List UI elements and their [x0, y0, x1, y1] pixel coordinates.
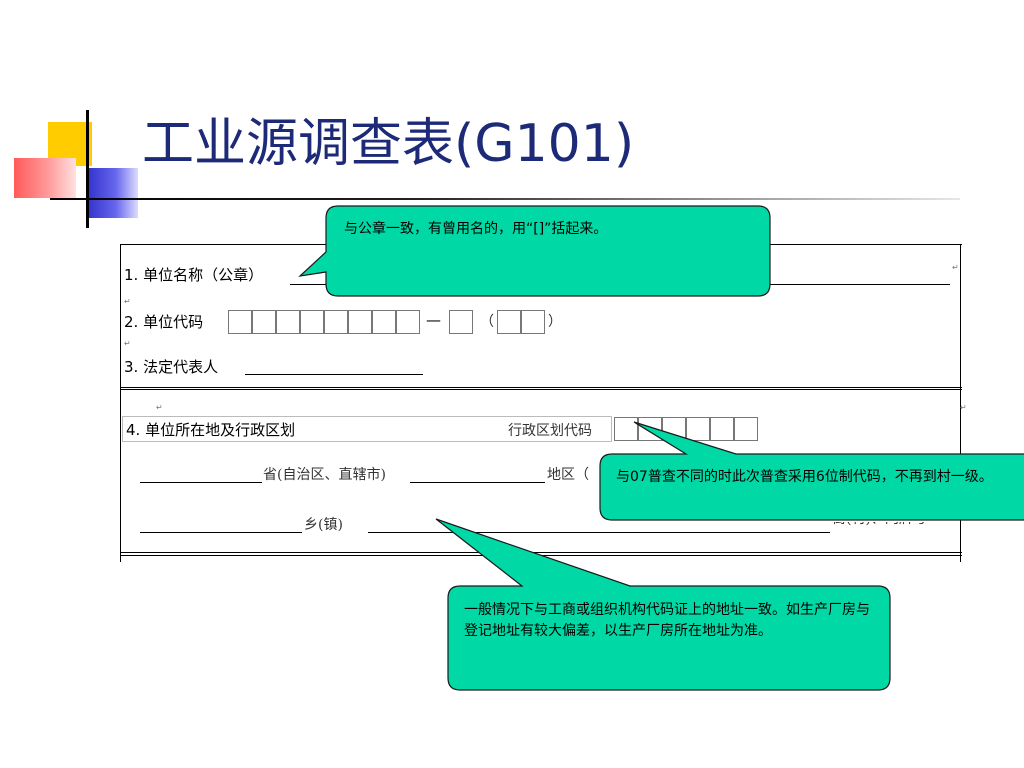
paragraph-mark-icon: ↵: [952, 263, 959, 272]
unit-code-paren-open: （: [480, 314, 494, 330]
form-divider-inner: [120, 389, 962, 390]
paragraph-mark-icon: ↵: [960, 403, 967, 412]
form-border-left: [120, 244, 121, 562]
callout-address-text: 一般情况下与工商或组织机构代码证上的地址一致。如生产厂房与登记地址有较大偏差，以…: [464, 602, 870, 639]
unit-code-extra-box[interactable]: [521, 310, 545, 334]
province-label: 省(自治区、直辖市): [263, 467, 386, 483]
form-border-bottom: [120, 552, 962, 553]
location-label: 4. 单位所在地及行政区划: [126, 421, 296, 439]
unit-code-digit-box[interactable]: [252, 310, 276, 334]
callout-code-shape: [599, 421, 1024, 521]
unit-code-paren-close: ）: [548, 314, 562, 330]
legal-rep-label: 3. 法定代表人: [124, 358, 219, 376]
admin-code-digit-box[interactable]: [614, 417, 638, 441]
legal-rep-field[interactable]: [245, 374, 423, 375]
unit-code-digit-box[interactable]: [372, 310, 396, 334]
callout-name-text: 与公章一致，有曾用名的，用“[]”括起来。: [344, 221, 608, 237]
unit-code-digit-box[interactable]: [228, 310, 252, 334]
admin-code-digit-box[interactable]: [638, 417, 662, 441]
admin-code-digit-box[interactable]: [734, 417, 758, 441]
unit-code-digit-box[interactable]: [396, 310, 420, 334]
township-field[interactable]: [140, 532, 302, 533]
unit-name-label: 1. 单位名称（公章）: [124, 266, 264, 284]
form-divider: [120, 387, 962, 388]
admin-code-digit-box[interactable]: [686, 417, 710, 441]
unit-code-digit-box[interactable]: [276, 310, 300, 334]
unit-code-extra-box[interactable]: [497, 310, 521, 334]
paragraph-mark-icon: ↵: [124, 339, 131, 348]
callout-code-text: 与07普查不同的时此次普查采用6位制代码，不再到村一级。: [616, 469, 993, 485]
province-field[interactable]: [140, 482, 262, 483]
form-border-right: [960, 244, 961, 562]
paragraph-mark-icon: ↵: [156, 403, 163, 412]
title-underline: [50, 198, 960, 200]
unit-code-check-box[interactable]: [449, 310, 473, 334]
unit-code-label: 2. 单位代码: [124, 313, 204, 331]
township-label: 乡(镇): [304, 517, 343, 533]
unit-code-digit-box[interactable]: [324, 310, 348, 334]
title-deco-vertical-line: [86, 110, 89, 228]
region-field[interactable]: [410, 482, 545, 483]
unit-code-digit-box[interactable]: [348, 310, 372, 334]
paragraph-mark-icon: ↵: [124, 297, 131, 306]
unit-code-dash: —: [426, 311, 441, 329]
location-row-frame: [122, 416, 612, 442]
admin-code-label: 行政区划代码: [508, 423, 592, 439]
region-label: 地区（: [547, 467, 589, 483]
slide-title: 工业源调查表(G101): [142, 114, 635, 174]
title-deco-red-bar: [14, 158, 76, 198]
unit-code-digit-box[interactable]: [300, 310, 324, 334]
admin-code-digit-box[interactable]: [710, 417, 734, 441]
callout-name-shape: [298, 205, 771, 297]
callout-address-shape: [435, 518, 891, 691]
street-field[interactable]: [368, 532, 830, 533]
title-deco-blue-square: [88, 168, 138, 218]
street-label-text: 街(村)、门牌号: [832, 522, 927, 528]
